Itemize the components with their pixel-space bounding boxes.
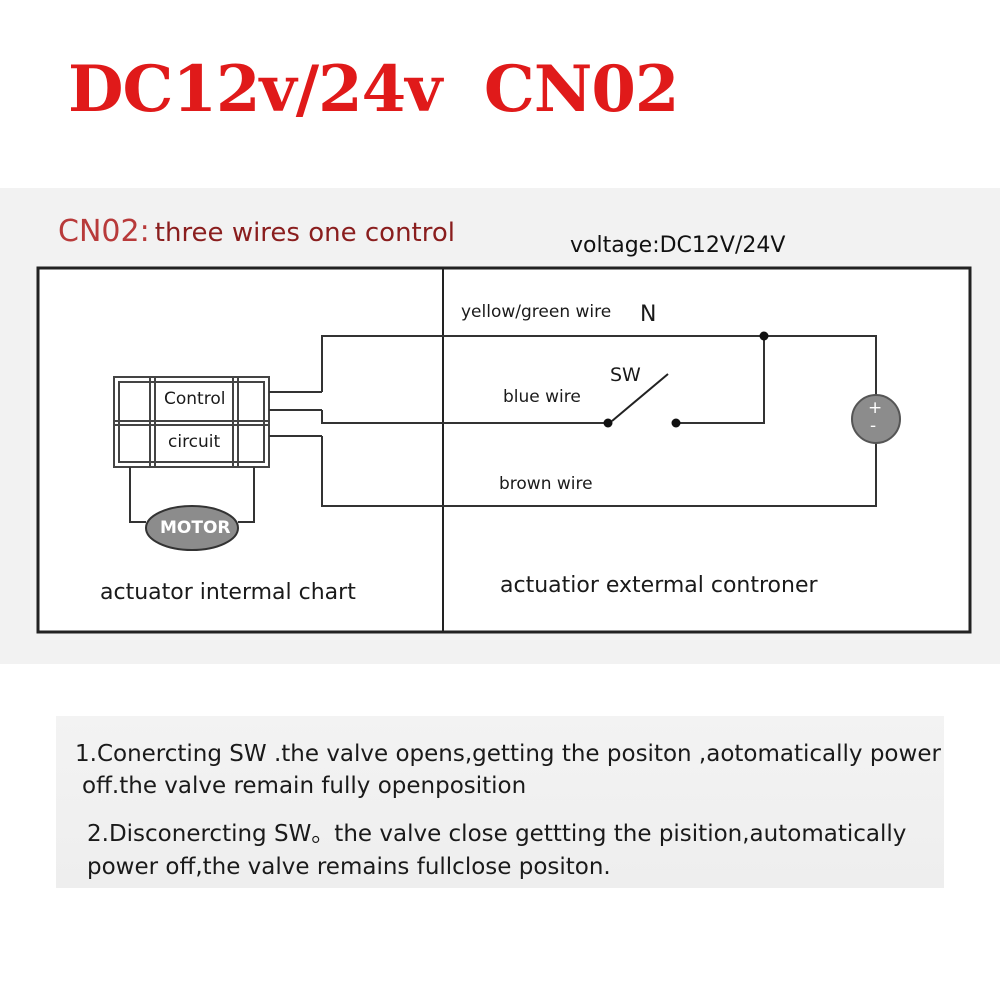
wire-junction xyxy=(759,331,769,341)
note-2-line-1: 2.Disconercting SW。the valve close gettt… xyxy=(87,821,907,847)
switch-label: SW xyxy=(610,364,641,386)
yellow-green-wire xyxy=(321,335,877,395)
internal-panel-caption: actuator intermal chart xyxy=(100,580,356,605)
external-panel-caption: actuatior extermal controner xyxy=(500,573,818,598)
blue-wire xyxy=(321,410,608,424)
neutral-label: N xyxy=(640,302,657,327)
yellow-green-wire-label: yellow/green wire xyxy=(461,302,612,322)
switch-contact-left xyxy=(603,418,613,428)
voltage-label: voltage:DC12V/24V xyxy=(570,233,786,258)
brown-wire xyxy=(321,436,877,507)
brown-wire-label: brown wire xyxy=(499,474,593,494)
motor-label: MOTOR xyxy=(160,518,231,538)
switch-lever xyxy=(611,373,669,422)
control-circuit-block xyxy=(113,376,270,468)
note-2-line-2: power off,the valve remains fullclose po… xyxy=(87,854,611,880)
note-1-line-1: 1.Conercting SW .the valve opens,getting… xyxy=(75,741,941,767)
motor-shape xyxy=(145,505,239,551)
switch-return-wire xyxy=(676,336,765,424)
circuit-label: circuit xyxy=(168,432,221,452)
diagram-subtitle: CN02: three wires one control xyxy=(58,214,455,249)
diagram-frame xyxy=(36,266,972,634)
subtitle-text: three wires one control xyxy=(154,218,455,248)
power-plus: + xyxy=(868,398,883,418)
subtitle-code: CN02: xyxy=(58,214,150,249)
blue-wire-label: blue wire xyxy=(503,387,581,407)
power-minus: - xyxy=(870,416,877,436)
note-1-line-2: off.the valve remain fully openposition xyxy=(82,773,527,799)
main-title: DC12v/24v CN02 xyxy=(68,52,679,127)
internal-connectors xyxy=(269,391,322,437)
notes-box xyxy=(56,716,944,888)
power-source xyxy=(851,394,901,444)
switch-contact-right xyxy=(671,418,681,428)
control-label: Control xyxy=(164,389,226,409)
motor-wiring xyxy=(129,467,255,523)
